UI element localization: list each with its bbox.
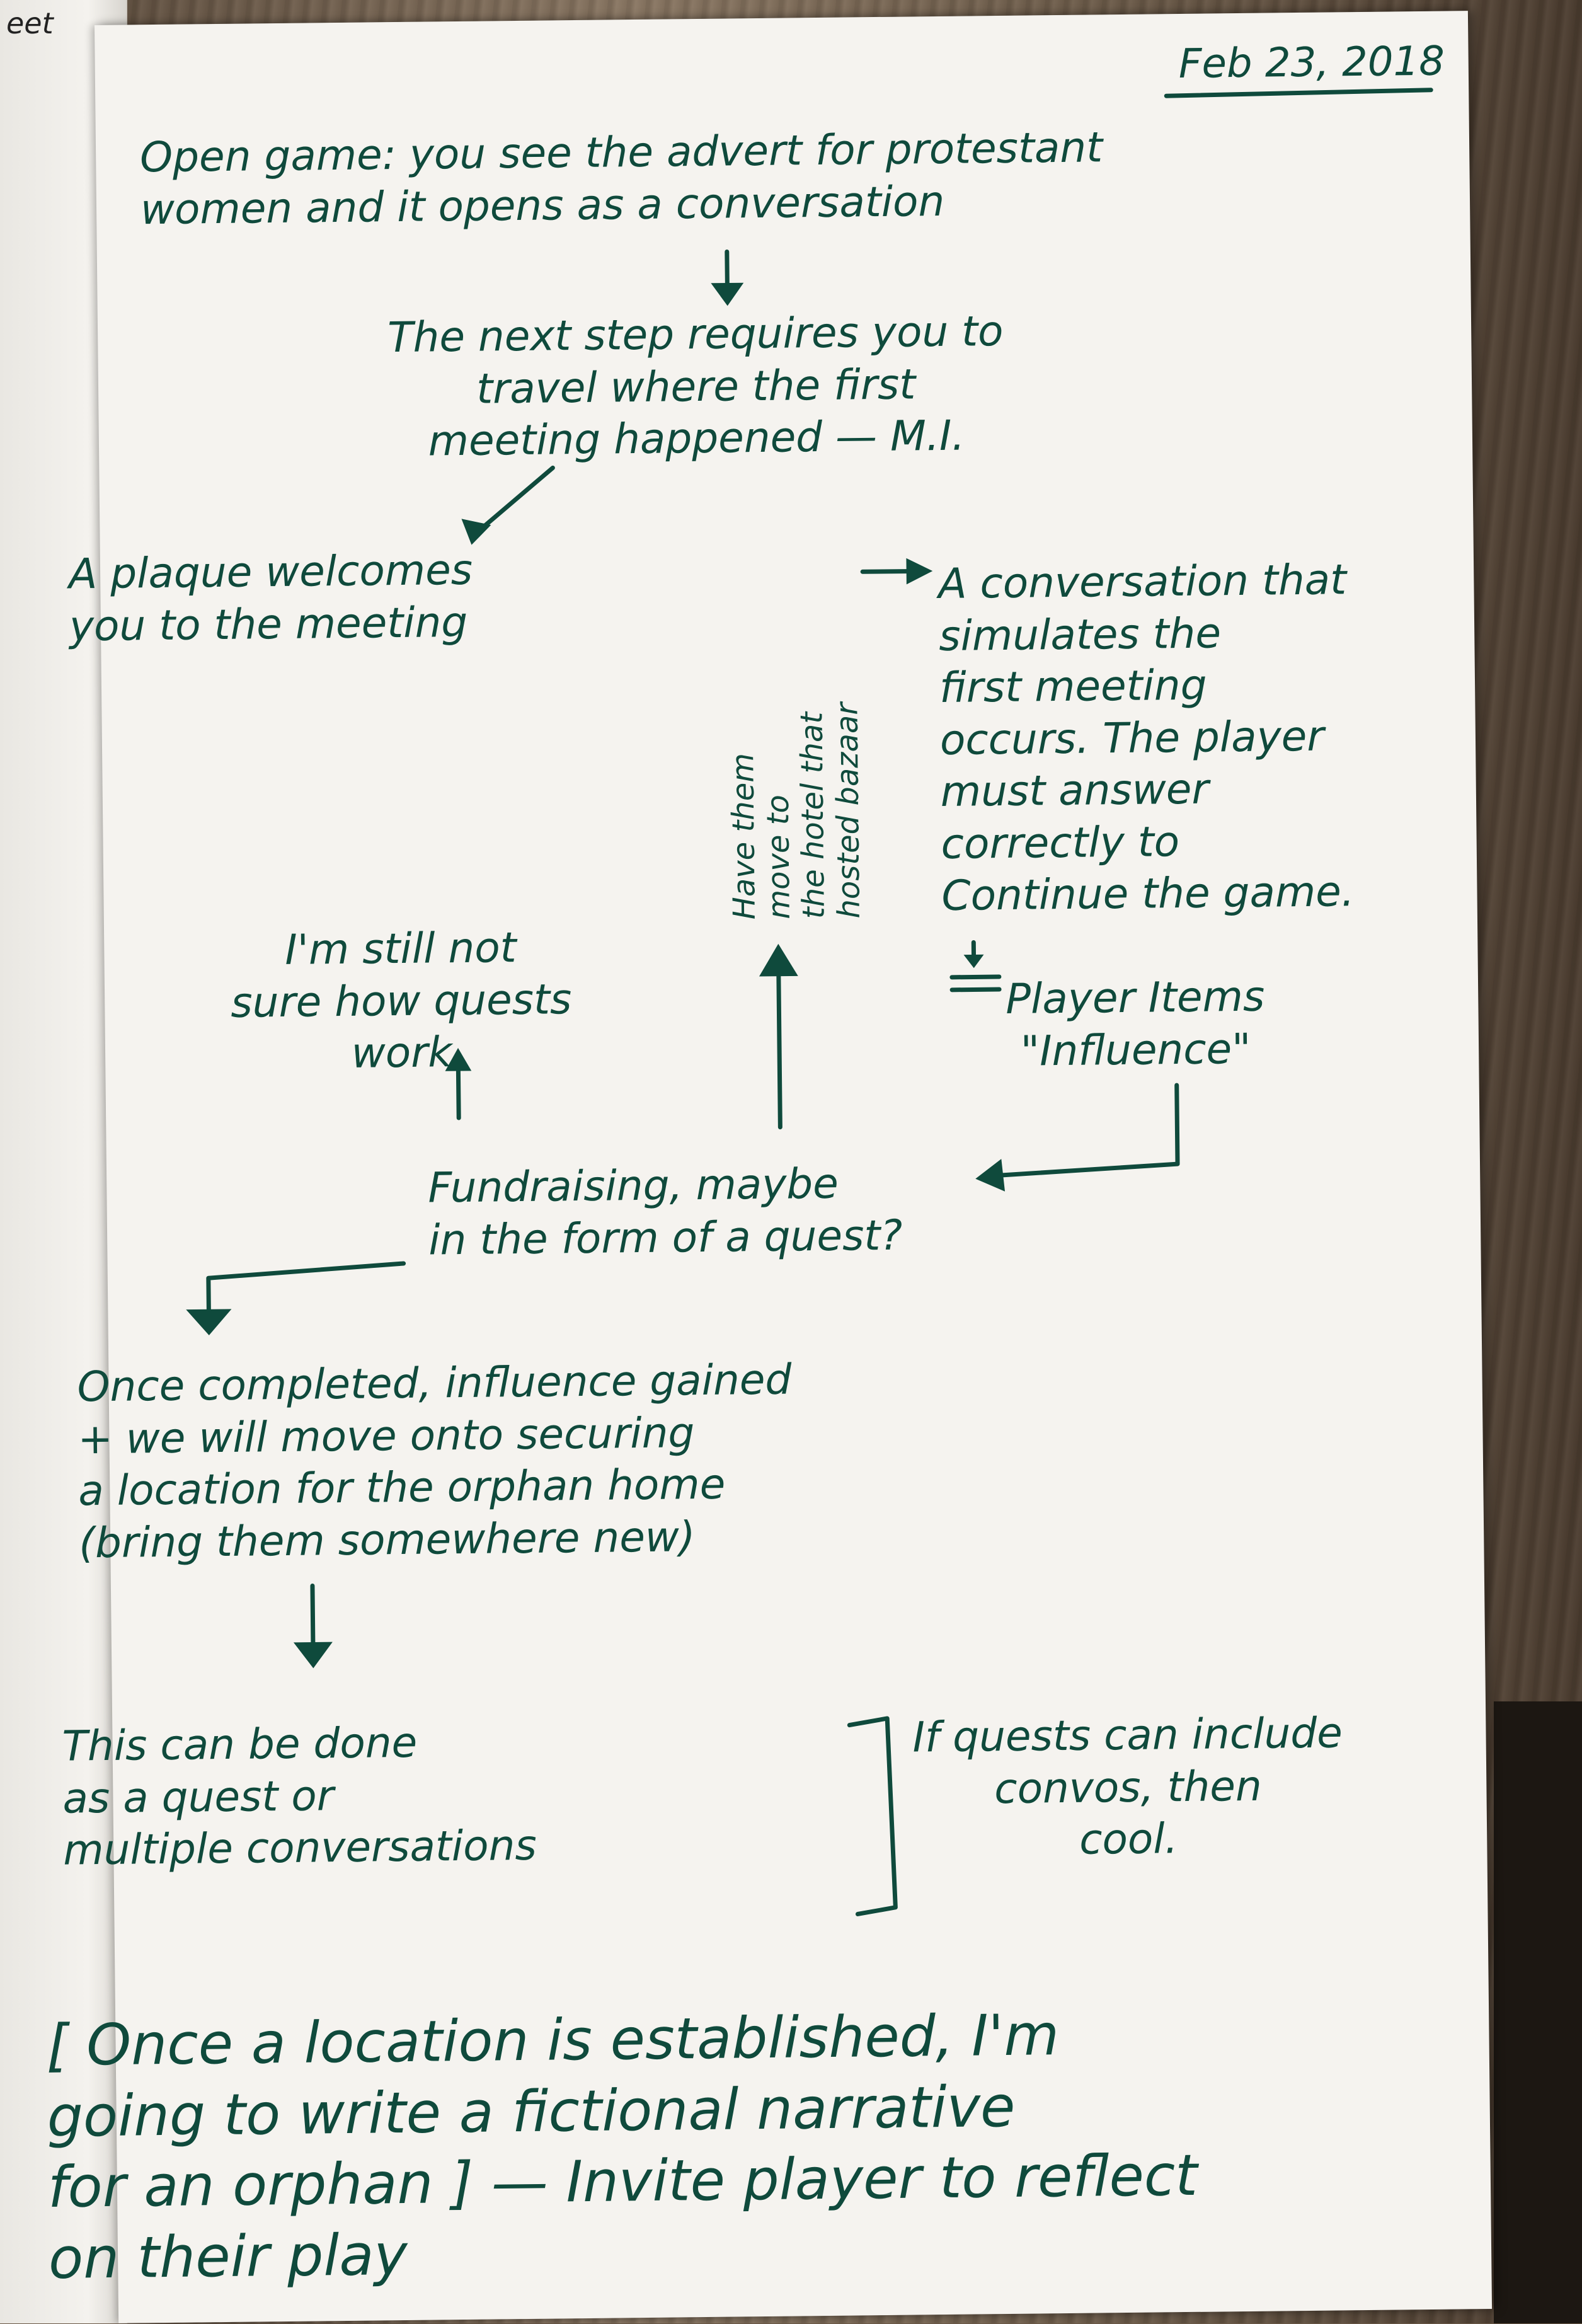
arrow-head-3 xyxy=(907,558,932,584)
arrow-head-6 xyxy=(759,944,798,976)
note-next-step: The next step requires you to travel whe… xyxy=(387,306,1005,468)
note-player-items: Player Items "Influence" xyxy=(1006,971,1266,1078)
note-vertical-hotel: Have them move to the hotel that hosted … xyxy=(725,703,866,920)
arrow-items-to-fundraising xyxy=(1000,1085,1178,1175)
arrow-head-1 xyxy=(711,283,743,306)
note-quests-unsure: I'm still not sure how quests work xyxy=(230,921,573,1081)
arrow-fundraising-to-vertical xyxy=(779,964,781,1127)
note-conversation: A conversation that simulates the first … xyxy=(938,554,1355,922)
notebook-page: Feb 23, 2018 Open game: yo xyxy=(95,11,1492,2323)
note-once-completed: Once completed, influence gained + we wi… xyxy=(77,1354,793,1570)
arrow-next-to-plaque xyxy=(477,468,553,531)
note-plaque: A plaque welcomes you to the meeting xyxy=(69,544,474,653)
arrow-head-8 xyxy=(186,1309,231,1335)
arrow-head-5 xyxy=(976,1159,1005,1191)
arrow-fundraising-to-completed xyxy=(209,1263,404,1316)
note-fundraising: Fundraising, maybe in the form of a ques… xyxy=(428,1158,903,1267)
arrow-completed-to-done xyxy=(312,1586,313,1649)
margin-scribble: eet xyxy=(6,6,54,40)
note-if-quests: If quests can include convos, then cool. xyxy=(912,1707,1344,1868)
note-done-as: This can be done as a quest or multiple … xyxy=(62,1716,537,1877)
desk-shadow xyxy=(1494,1701,1582,2323)
bracket-done-quests xyxy=(849,1718,895,1914)
arrow-plaque-to-conversation xyxy=(863,571,913,572)
note-open-game: Open game: you see the advert for protes… xyxy=(140,122,1104,236)
arrow-head-9 xyxy=(294,1642,332,1668)
note-final: [ Once a location is established, I'm go… xyxy=(46,1999,1198,2294)
date-underline xyxy=(1166,90,1431,96)
arrow-head-4 xyxy=(965,955,983,967)
